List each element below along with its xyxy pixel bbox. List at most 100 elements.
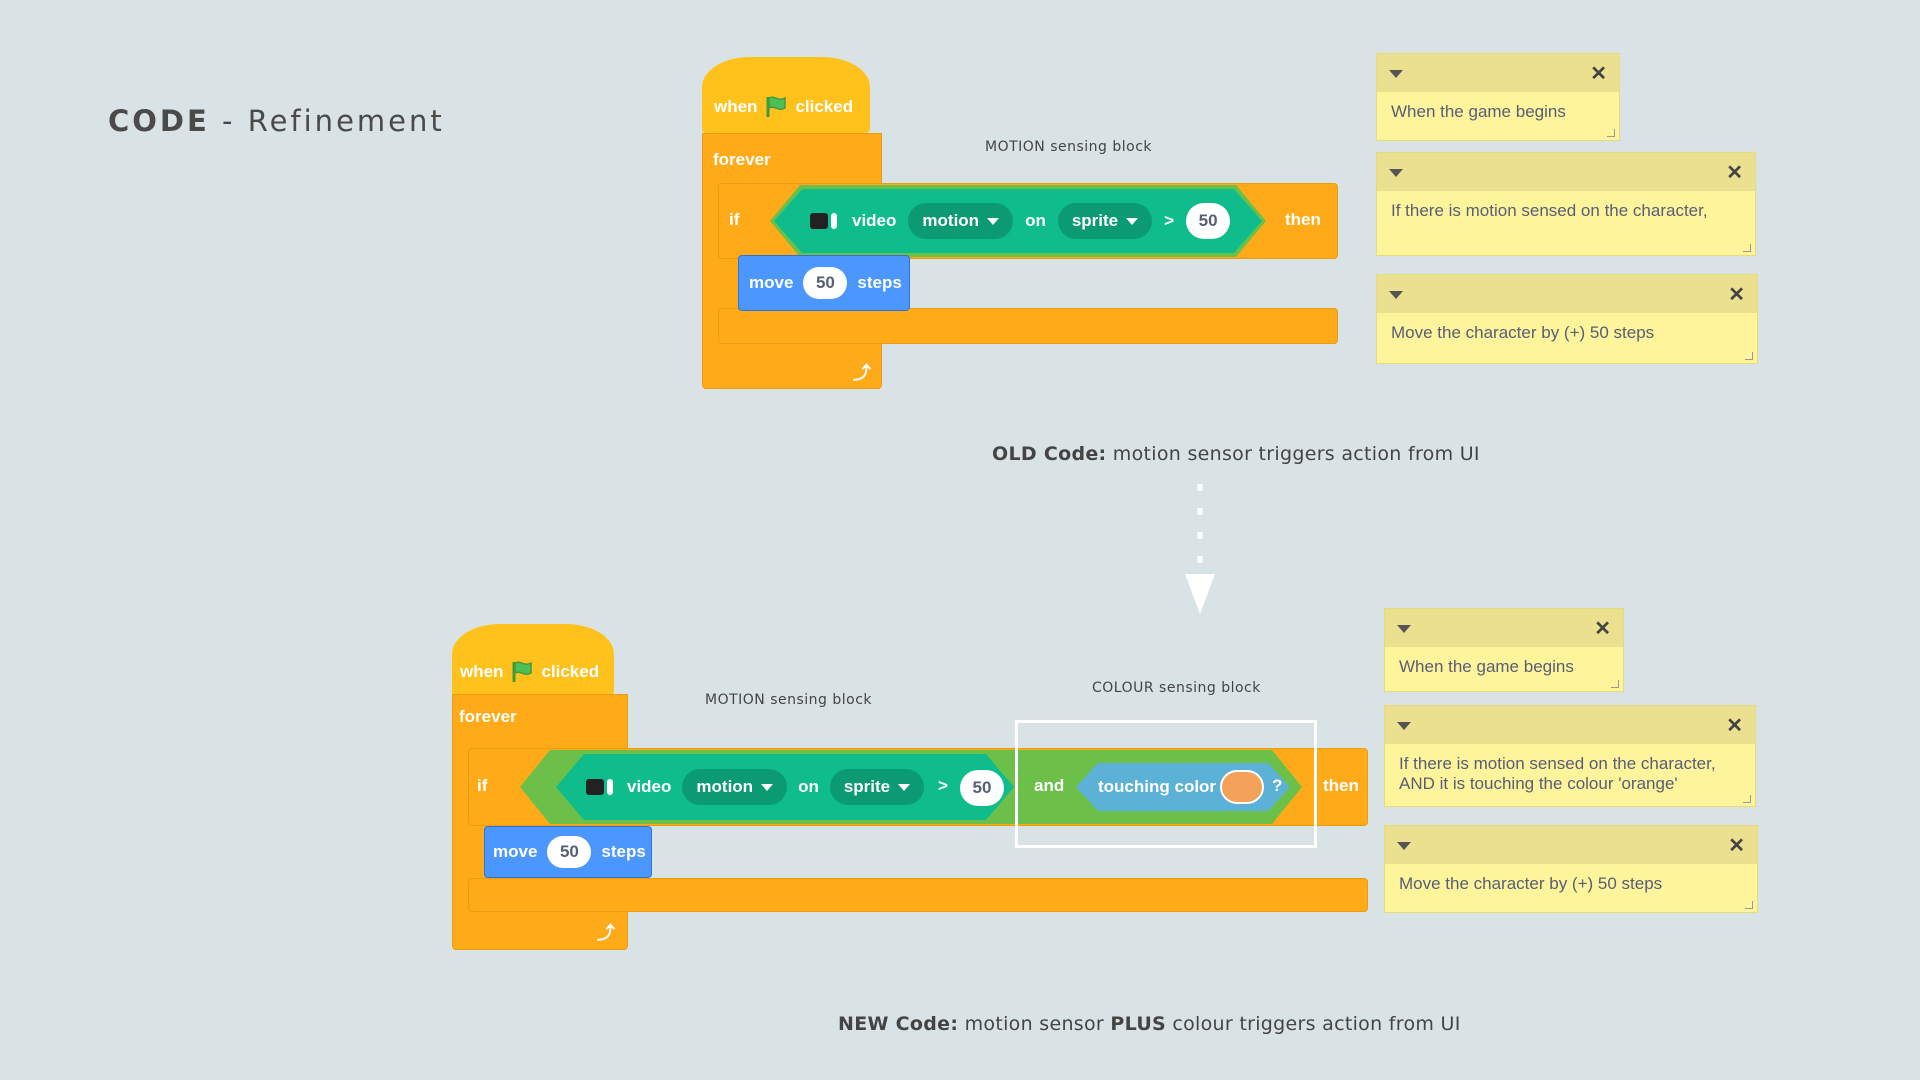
resize-handle[interactable] <box>1743 795 1751 803</box>
old-on-label: on <box>1025 211 1046 230</box>
note-line-1: If there is motion sensed on the charact… <box>1399 754 1716 773</box>
loop-arrow-icon: ⤴ <box>853 363 871 383</box>
note-text[interactable]: Move the character by (+) 50 steps <box>1399 874 1663 893</box>
chevron-down-icon <box>761 784 773 791</box>
old-steps-label: steps <box>857 273 902 292</box>
old-code-script: when clicked forever ⤴ if then video mot… <box>700 55 1340 389</box>
new-caption-mid: motion sensor <box>958 1013 1111 1035</box>
old-motion-condition-inner: video motion on sprite > 50 <box>774 189 1262 253</box>
old-caption-bold: OLD Code: <box>992 443 1107 465</box>
green-flag-icon <box>512 661 533 682</box>
new-on-label: on <box>798 777 819 796</box>
caret-down-icon[interactable] <box>1389 70 1403 78</box>
old-move-steps-block[interactable]: move 50 steps <box>738 255 910 311</box>
new-when-label: when <box>460 662 504 681</box>
caret-down-icon[interactable] <box>1397 625 1411 633</box>
old-when-flag-clicked-block[interactable]: when clicked <box>702 57 870 133</box>
new-threshold-input[interactable]: 50 <box>960 770 1004 806</box>
old-steps-input[interactable]: 50 <box>803 267 848 299</box>
resize-handle[interactable] <box>1745 352 1753 360</box>
old-motion-sensing-label: MOTION sensing block <box>985 139 1153 155</box>
close-icon[interactable]: ✕ <box>1590 63 1607 85</box>
page-title: CODE - Refinement <box>108 104 445 138</box>
caret-down-icon[interactable] <box>1389 291 1403 299</box>
new-comment-note-1[interactable]: ✕ When the game begins <box>1384 608 1624 692</box>
note-text[interactable]: When the game begins <box>1399 657 1574 676</box>
old-motion-dropdown[interactable]: motion <box>908 203 1013 239</box>
new-motion-condition[interactable]: video motion on sprite <box>556 754 1014 820</box>
video-camera-icon <box>586 776 616 798</box>
new-sprite-dropdown[interactable]: sprite <box>830 769 924 805</box>
close-icon[interactable]: ✕ <box>1728 835 1745 857</box>
new-when-flag-clicked-block[interactable]: when clicked <box>452 624 614 696</box>
old-if-bottom-arm <box>718 308 1338 344</box>
colour-sensing-label: COLOUR sensing block <box>1092 680 1261 696</box>
new-steps-label: steps <box>601 842 646 861</box>
old-comment-note-3[interactable]: ✕ Move the character by (+) 50 steps <box>1376 274 1758 364</box>
note-text[interactable]: If there is motion sensed on the charact… <box>1385 744 1755 804</box>
new-forever-label: forever <box>459 707 517 726</box>
old-when-label: when <box>714 97 758 116</box>
caret-down-icon[interactable] <box>1389 169 1403 177</box>
new-and-label: and <box>1034 776 1065 795</box>
close-icon[interactable]: ✕ <box>1594 618 1611 640</box>
new-if-bottom-arm <box>468 878 1368 912</box>
old-move-label: move <box>749 273 794 292</box>
old-motion-dropdown-value: motion <box>922 211 980 230</box>
close-icon[interactable]: ✕ <box>1726 715 1743 737</box>
old-caption-rest: motion sensor triggers action from UI <box>1106 443 1480 465</box>
touching-color-block[interactable]: touching color <box>1076 763 1290 811</box>
old-sprite-dropdown[interactable]: sprite <box>1058 203 1152 239</box>
resize-handle[interactable] <box>1607 129 1615 137</box>
close-icon[interactable]: ✕ <box>1728 284 1745 306</box>
old-gt-label: > <box>1164 211 1175 230</box>
chevron-down-icon <box>987 218 999 225</box>
resize-handle[interactable] <box>1745 901 1753 909</box>
new-comment-note-3[interactable]: ✕ Move the character by (+) 50 steps <box>1384 825 1758 913</box>
caret-down-icon[interactable] <box>1397 722 1411 730</box>
new-if-label: if <box>477 776 488 795</box>
note-text[interactable]: When the game begins <box>1391 102 1566 121</box>
note-line-2: AND it is touching the colour 'orange' <box>1399 774 1678 793</box>
new-steps-input[interactable]: 50 <box>547 836 592 868</box>
loop-arrow-icon: ⤴ <box>597 923 615 943</box>
old-video-label: video <box>852 211 897 230</box>
new-caption-bold-2: PLUS <box>1110 1013 1167 1035</box>
new-motion-dropdown-value: motion <box>696 777 754 796</box>
dotted-down-arrow <box>1185 484 1215 614</box>
new-code-script: when clicked forever ⤴ if then video mot… <box>450 620 1370 952</box>
note-header: ✕ <box>1385 609 1623 647</box>
new-motion-sensing-label: MOTION sensing block <box>705 692 873 708</box>
note-text[interactable]: Move the character by (+) 50 steps <box>1391 323 1655 342</box>
note-header: ✕ <box>1377 153 1755 191</box>
old-threshold-input[interactable]: 50 <box>1186 203 1230 239</box>
caret-down-icon[interactable] <box>1397 842 1411 850</box>
resize-handle[interactable] <box>1743 244 1751 252</box>
note-text[interactable]: If there is motion sensed on the charact… <box>1391 201 1708 220</box>
old-comment-note-1[interactable]: ✕ When the game begins <box>1376 53 1620 141</box>
old-forever-label: forever <box>713 150 771 169</box>
page-title-rest: - Refinement <box>209 104 445 138</box>
old-clicked-label: clicked <box>795 97 854 116</box>
color-swatch[interactable] <box>1220 770 1264 804</box>
old-sprite-dropdown-value: sprite <box>1071 211 1119 230</box>
close-icon[interactable]: ✕ <box>1726 162 1743 184</box>
new-caption-bold-1: NEW Code: <box>838 1013 959 1035</box>
note-header: ✕ <box>1377 54 1619 92</box>
green-flag-icon <box>766 96 787 117</box>
old-comment-note-2[interactable]: ✕ If there is motion sensed on the chara… <box>1376 152 1756 256</box>
new-motion-dropdown[interactable]: motion <box>682 769 787 805</box>
old-then-label: then <box>1285 210 1321 229</box>
new-sprite-dropdown-value: sprite <box>843 777 891 796</box>
chevron-down-icon <box>1126 218 1138 225</box>
colour-sensing-highlight <box>1015 720 1317 848</box>
old-code-caption: OLD Code: motion sensor triggers action … <box>992 443 1480 465</box>
note-header: ✕ <box>1377 275 1757 313</box>
new-move-steps-block[interactable]: move 50 steps <box>484 826 652 878</box>
chevron-down-icon <box>898 784 910 791</box>
new-comment-note-2[interactable]: ✕ If there is motion sensed on the chara… <box>1384 705 1756 807</box>
new-gt-label: > <box>938 776 948 795</box>
resize-handle[interactable] <box>1611 680 1619 688</box>
new-clicked-label: clicked <box>541 662 600 681</box>
new-then-label: then <box>1323 776 1359 795</box>
